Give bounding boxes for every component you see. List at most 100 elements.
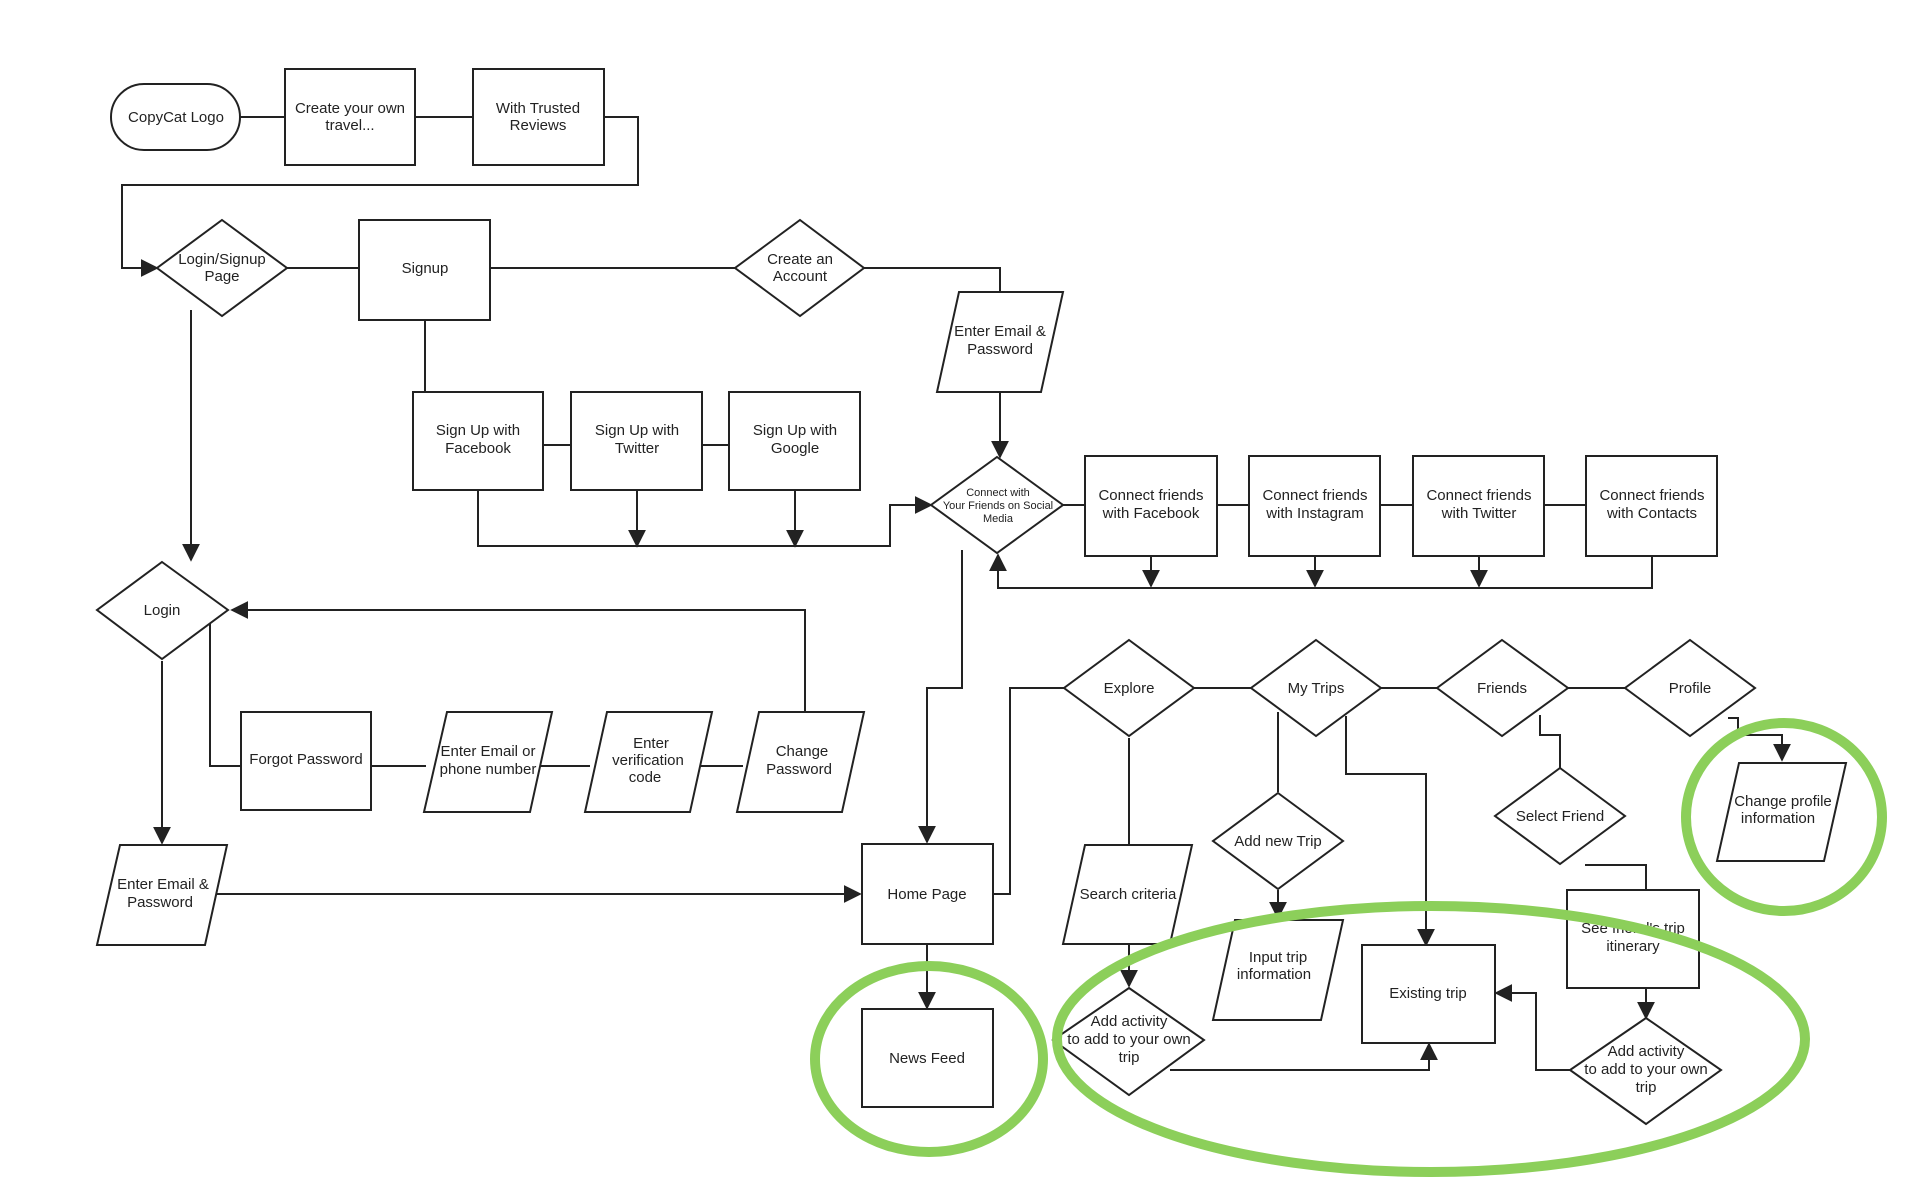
enter-email-phone-label-line2: phone number <box>440 761 537 778</box>
enter-email-phone-label-line1: Enter Email or <box>440 743 535 760</box>
input-trip-label-line1: Input trip <box>1249 949 1307 966</box>
trusted-reviews-label-line2: Reviews <box>510 117 567 134</box>
enter-email-signup-label-line2: Password <box>967 341 1033 358</box>
add-activity-friend-decision: Add activity to add to your own trip <box>1568 1016 1723 1126</box>
enter-email-login-io: Enter Email & Password <box>95 844 229 946</box>
create-account-label-line1: Create an <box>767 251 833 268</box>
friend-itinerary-label-line2: itinerary <box>1606 938 1660 955</box>
login-signup-decision: Login/Signup Page <box>155 218 289 318</box>
my-trips-decision: My Trips <box>1249 638 1383 738</box>
connect-contacts-node: Connect friends with Contacts <box>1585 455 1718 557</box>
add-new-trip-decision: Add new Trip <box>1211 791 1345 891</box>
connect-twitter-label-line1: Connect friends <box>1426 487 1531 504</box>
signup-google-node: Sign Up with Google <box>728 391 861 491</box>
change-profile-label-line1: Change profile <box>1734 793 1832 810</box>
signup-google-label-line2: Google <box>771 440 819 457</box>
add-activity-friend-label-line2: to add to your own <box>1584 1061 1707 1078</box>
connect-instagram-label-line2: with Instagram <box>1265 505 1364 522</box>
input-trip-label-line2: information <box>1237 966 1311 983</box>
create-travel-label-line2: travel... <box>325 117 374 134</box>
login-decision: Login <box>95 560 230 661</box>
enter-code-label-line2: verification <box>612 752 684 769</box>
profile-decision: Profile <box>1623 638 1757 738</box>
add-activity-friend-label-line3: trip <box>1636 1079 1657 1096</box>
create-account-label-line2: Account <box>773 268 828 285</box>
create-travel-node: Create your own travel... <box>284 68 416 166</box>
profile-label: Profile <box>1669 680 1712 697</box>
input-trip-io: Input trip information <box>1211 919 1345 1021</box>
connect-twitter-label-line2: with Twitter <box>1441 505 1517 522</box>
explore-decision: Explore <box>1062 638 1196 738</box>
create-account-decision: Create an Account <box>733 218 866 318</box>
search-criteria-label: Search criteria <box>1080 886 1177 903</box>
news-feed-highlight-circle <box>810 961 1048 1157</box>
connect-instagram-label-line1: Connect friends <box>1262 487 1367 504</box>
connect-social-decision: Connect with Your Friends on Social Medi… <box>929 455 1065 555</box>
enter-email-phone-io: Enter Email or phone number <box>422 711 554 813</box>
signup-facebook-node: Sign Up with Facebook <box>412 391 544 491</box>
enter-email-login-label-line1: Enter Email & <box>117 876 209 893</box>
connect-social-label-line2: Your Friends on Social <box>943 500 1053 512</box>
highlight-annotations <box>810 718 1887 1177</box>
add-activity-explore-decision: Add activity to add to your own trip <box>1051 986 1206 1097</box>
search-criteria-io: Search criteria <box>1061 844 1194 945</box>
forgot-password-node: Forgot Password <box>240 711 372 811</box>
news-feed-label: News Feed <box>889 1050 965 1067</box>
signup-label: Signup <box>402 260 449 277</box>
connect-facebook-node: Connect friends with Facebook <box>1084 455 1218 557</box>
signup-facebook-label-line1: Sign Up with <box>436 422 520 439</box>
change-password-io: Change Password <box>735 711 866 813</box>
logo-label: CopyCat Logo <box>128 109 224 126</box>
login-label: Login <box>144 602 181 619</box>
connect-contacts-label-line1: Connect friends <box>1599 487 1704 504</box>
signup-twitter-label-line2: Twitter <box>615 440 659 457</box>
connect-twitter-node: Connect friends with Twitter <box>1412 455 1545 557</box>
signup-twitter-node: Sign Up with Twitter <box>570 391 703 491</box>
connect-social-label-line1: Connect with <box>966 487 1030 499</box>
friends-decision: Friends <box>1435 638 1570 738</box>
friends-label: Friends <box>1477 680 1527 697</box>
select-friend-decision: Select Friend <box>1493 766 1627 866</box>
change-password-label-line1: Change <box>776 743 829 760</box>
enter-code-label-line3: code <box>629 769 662 786</box>
enter-email-signup-label-line1: Enter Email & <box>954 323 1046 340</box>
connect-social-label-line3: Media <box>983 513 1014 525</box>
home-page-label: Home Page <box>887 886 966 903</box>
add-activity-explore-label-line1: Add activity <box>1091 1013 1168 1030</box>
change-profile-io: Change profile information <box>1715 762 1848 862</box>
connect-facebook-label-line1: Connect friends <box>1098 487 1203 504</box>
connect-facebook-label-line2: with Facebook <box>1102 505 1200 522</box>
explore-label: Explore <box>1104 680 1155 697</box>
add-new-trip-label: Add new Trip <box>1234 833 1322 850</box>
trusted-reviews-node: With Trusted Reviews <box>472 68 605 166</box>
add-activity-friend-label-line1: Add activity <box>1608 1043 1685 1060</box>
signup-node: Signup <box>358 219 491 321</box>
login-signup-label-line2: Page <box>204 268 239 285</box>
enter-email-signup-io: Enter Email & Password <box>935 291 1065 393</box>
existing-trip-label: Existing trip <box>1389 985 1467 1002</box>
add-activity-explore-label-line2: to add to your own <box>1067 1031 1190 1048</box>
select-friend-label: Select Friend <box>1516 808 1604 825</box>
change-profile-label-line2: information <box>1741 810 1815 827</box>
enter-code-io: Enter verification code <box>583 711 714 813</box>
signup-facebook-label-line2: Facebook <box>445 440 511 457</box>
signup-twitter-label-line1: Sign Up with <box>595 422 679 439</box>
existing-trip-node: Existing trip <box>1361 944 1496 1044</box>
enter-email-login-label-line2: Password <box>127 894 193 911</box>
connect-instagram-node: Connect friends with Instagram <box>1248 455 1381 557</box>
news-feed-node: News Feed <box>861 1008 994 1108</box>
connectors <box>121 116 1791 1071</box>
my-trips-label: My Trips <box>1288 680 1345 697</box>
signup-google-label-line1: Sign Up with <box>753 422 837 439</box>
connect-contacts-label-line2: with Contacts <box>1606 505 1697 522</box>
change-password-label-line2: Password <box>766 761 832 778</box>
copycat-logo-node: CopyCat Logo <box>110 83 241 151</box>
login-signup-label-line1: Login/Signup <box>178 251 266 268</box>
create-travel-label-line1: Create your own <box>295 100 405 117</box>
forgot-password-label: Forgot Password <box>249 751 362 768</box>
trusted-reviews-label-line1: With Trusted <box>496 100 580 117</box>
add-activity-explore-label-line3: trip <box>1119 1049 1140 1066</box>
change-profile-highlight-circle <box>1681 718 1887 916</box>
trip-features-highlight-ellipse <box>1052 901 1810 1177</box>
